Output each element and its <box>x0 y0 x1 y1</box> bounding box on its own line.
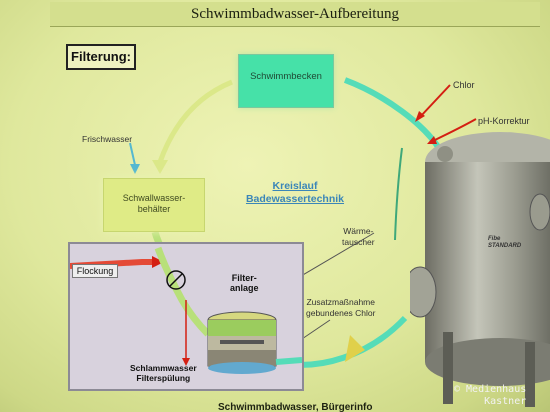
copyright-line1: © Medienhaus <box>454 384 527 395</box>
ph-arrowhead <box>427 136 437 144</box>
fresh-water-arrowhead <box>130 164 140 174</box>
tank-leg-right <box>525 342 535 407</box>
chlorine-arrow <box>419 84 451 118</box>
flocculation-arrowhead <box>152 256 164 268</box>
section-label: Filterung: <box>66 44 136 70</box>
pump-symbol-line <box>169 273 183 287</box>
pump-symbol <box>166 270 186 290</box>
sludge-water-line2: Filterspülung <box>136 373 191 383</box>
cycle-title: Kreislauf Badewassertechnik <box>240 180 350 206</box>
filter-internal-pipe <box>220 340 264 344</box>
filter-tank-illustration <box>410 132 550 407</box>
surge-tank-box: Schwallwasser- behälter <box>103 178 205 232</box>
tank-side-port <box>410 266 437 318</box>
filter-unit-line2: anlage <box>230 283 259 293</box>
fresh-water-line <box>129 142 136 166</box>
tank-top-nozzle <box>437 146 453 162</box>
surge-tank-label-line2: behälter <box>137 204 171 214</box>
pool-box: Schwimmbecken <box>238 54 334 108</box>
cycle-title-line2: Badewassertechnik <box>245 193 345 205</box>
additive-funnel <box>345 335 365 362</box>
pool-label: Schwimmbecken <box>250 71 322 82</box>
tank-bottom <box>425 338 550 386</box>
ph-correction-label: pH-Korrektur <box>478 116 530 126</box>
slide-footer: Schwimmbadwasser, Bürgerinfo <box>218 402 373 412</box>
tank-brand-line1: Fibe <box>488 236 501 242</box>
surge-tank-label-line1: Schwallwasser- <box>122 193 186 203</box>
slide-title: Schwimmbadwasser-Aufbereitung <box>50 2 540 27</box>
heat-exchanger-link <box>394 147 403 241</box>
additive-line2: gebundenes Chlor <box>306 308 376 318</box>
ph-arrow <box>432 118 477 142</box>
chlorine-label: Chlor <box>453 80 475 90</box>
heat-exchanger-label: Wärme- tauscher <box>342 226 375 248</box>
chlorine-arrowhead <box>415 111 425 122</box>
tank-body <box>425 162 550 362</box>
copyright-line2: Kastner <box>484 396 527 407</box>
additive-label: Zusatzmaßnahme gebundenes Chlor <box>306 297 375 319</box>
tank-manhole <box>529 193 550 231</box>
filter-bottom-layer <box>208 350 276 366</box>
filter-detail-drawing <box>70 246 302 374</box>
tank-leg-left <box>443 332 453 404</box>
pool-to-surge-pipe <box>157 79 233 163</box>
heat-exchanger-line2: tauscher <box>342 237 375 247</box>
filter-base-water <box>208 362 276 374</box>
flocculation-label: Flockung <box>72 264 118 278</box>
copyright-watermark: © Medienhaus Kastner <box>454 384 526 408</box>
fresh-water-label: Frischwasser <box>82 134 133 144</box>
additive-line1: Zusatzmaßnahme <box>306 297 375 307</box>
surge-tank-label: Schwallwasser- behälter <box>104 193 204 215</box>
pool-to-surge-arrowhead <box>152 160 168 174</box>
tank-brand-label: Fibe STANDARD <box>488 236 521 250</box>
cycle-title-line1: Kreislauf <box>272 180 318 192</box>
sludge-water-label: Schlammwasser Filterspülung <box>130 363 197 383</box>
sludge-drain-arrowhead <box>182 358 190 366</box>
filter-top-layer <box>208 320 276 336</box>
filter-unit-label: Filter- anlage <box>230 273 259 293</box>
tank-brand-line2: STANDARD <box>488 243 522 249</box>
sludge-water-line1: Schlammwasser <box>130 363 197 373</box>
heat-exchanger-line1: Wärme- <box>343 226 374 236</box>
filter-unit-line1: Filter- <box>231 273 257 283</box>
filter-outflow-pipe <box>275 357 302 365</box>
inflow-pipe <box>154 246 211 337</box>
